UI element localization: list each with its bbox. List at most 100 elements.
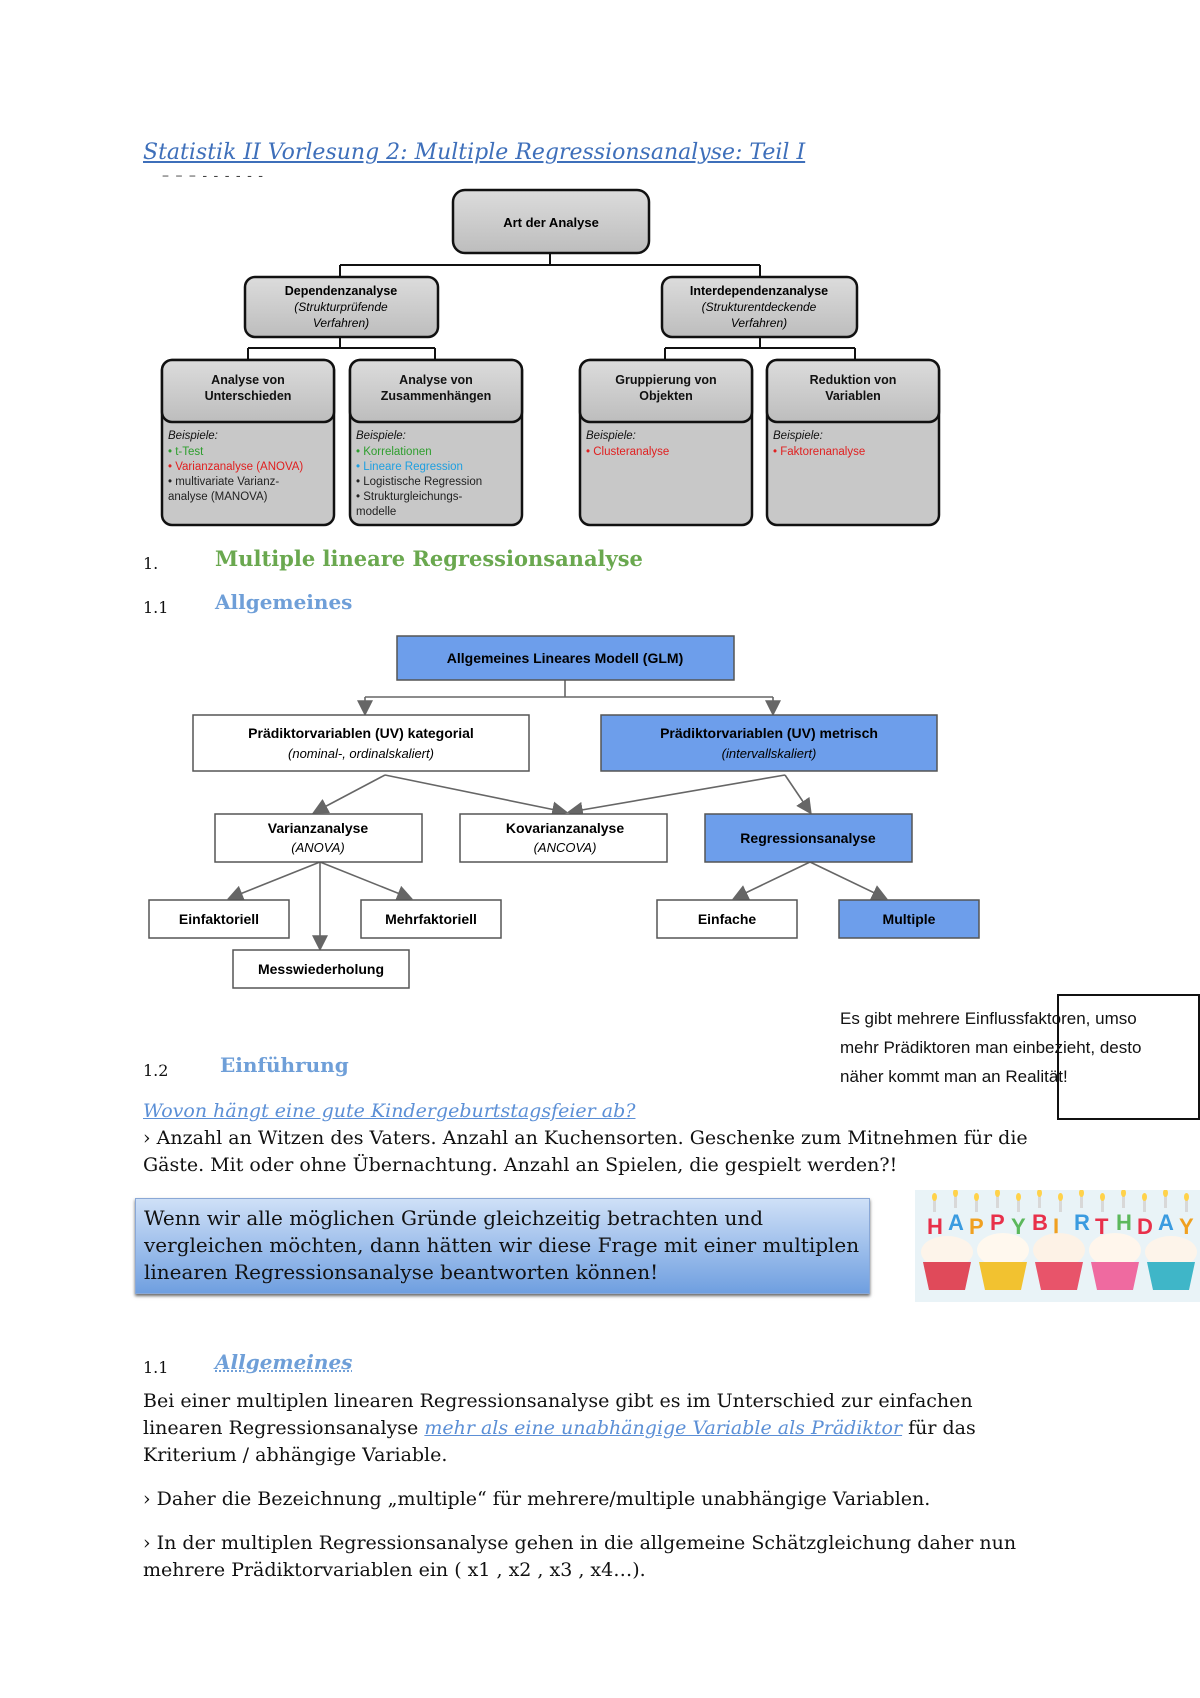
candle-icon xyxy=(1185,1200,1188,1212)
flame-icon xyxy=(1163,1190,1168,1197)
leaf-box-header xyxy=(160,358,336,424)
svg-text:Dependenzanalyse: Dependenzanalyse xyxy=(285,284,398,298)
svg-text:(intervallskaliert): (intervallskaliert) xyxy=(722,746,817,761)
svg-text:Mehrfaktoriell: Mehrfaktoriell xyxy=(385,911,477,927)
leaf-title-line-2: Zusammenhängen xyxy=(381,389,491,403)
section-1-heading: Multiple lineare Regressionsanalyse xyxy=(215,546,643,571)
leaf-example-item: • Logistische Regression xyxy=(356,476,482,488)
birthday-letter: A xyxy=(948,1210,964,1235)
node-art-der-analyse: Art der Analyse xyxy=(451,188,651,255)
node-glm: Allgemeines Lineares Modell (GLM) xyxy=(396,635,735,681)
leaf-examples-label: Beispiele: xyxy=(168,430,218,442)
svg-text:(ANOVA): (ANOVA) xyxy=(291,840,344,855)
birthday-letter: I xyxy=(1053,1214,1059,1239)
section-1-1b-number: 1.1 xyxy=(143,1358,169,1377)
birthday-letter: H xyxy=(1116,1210,1132,1235)
leaf-title-line-1: Analyse von xyxy=(211,373,285,387)
svg-text:Verfahren): Verfahren) xyxy=(731,316,787,330)
leaf-box-header xyxy=(578,358,754,424)
title-dashes: – – – - - - - - - xyxy=(162,168,264,184)
flame-icon xyxy=(1079,1190,1084,1197)
node-kovarianzanalyse: Kovarianzanalyse (ANCOVA) xyxy=(459,813,668,863)
intro-answer: › Anzahl an Witzen des Vaters. Anzahl an… xyxy=(143,1127,1028,1176)
svg-text:Regressionsanalyse: Regressionsanalyse xyxy=(740,830,876,846)
cupcakes-icon xyxy=(921,1233,1197,1290)
leaf-title-line-1: Gruppierung von xyxy=(615,373,716,387)
leaf-examples-label: Beispiele: xyxy=(773,430,823,442)
node-dependenzanalyse: Dependenzanalyse (Strukturprüfende Verfa… xyxy=(243,275,440,339)
section-1-2-number: 1.2 xyxy=(143,1061,169,1080)
svg-text:(ANCOVA): (ANCOVA) xyxy=(534,840,597,855)
candle-icon xyxy=(996,1196,999,1208)
leaf-example-item: analyse (MANOVA) xyxy=(168,491,268,503)
node-mehrfaktoriell: Mehrfaktoriell xyxy=(360,899,502,939)
callout-box: Wenn wir alle möglichen Gründe gleichzei… xyxy=(135,1198,870,1294)
flame-icon xyxy=(932,1193,937,1201)
glm-diagram: Allgemeines Lineares Modell (GLM) Prädik… xyxy=(148,635,980,989)
flame-icon xyxy=(995,1190,1000,1197)
leaf-example-item: • Varianzanalyse (ANOVA) xyxy=(168,461,303,473)
svg-text:Einfache: Einfache xyxy=(698,911,757,927)
section-1-2-heading: Einführung xyxy=(220,1053,349,1077)
svg-text:Allgemeines Lineares Modell (G: Allgemeines Lineares Modell (GLM) xyxy=(447,650,684,666)
leaf-title-line-2: Objekten xyxy=(639,389,693,403)
section-1-1-heading: Allgemeines xyxy=(215,590,353,614)
candle-icon xyxy=(1122,1196,1125,1208)
body-paragraph-2: › Daher die Bezeichnung „multiple“ für m… xyxy=(143,1488,931,1510)
flame-icon xyxy=(1058,1193,1063,1201)
leaf-example-item: • t-Test xyxy=(168,446,204,458)
section-1-1-number: 1.1 xyxy=(143,598,169,617)
svg-text:(Strukturentdeckende: (Strukturentdeckende xyxy=(702,300,817,314)
node-multiple: Multiple xyxy=(838,899,980,939)
leaf-box-header xyxy=(348,358,524,424)
leaf-title-line-1: Analyse von xyxy=(399,373,473,387)
root-label: Art der Analyse xyxy=(503,215,599,230)
svg-text:Varianzanalyse: Varianzanalyse xyxy=(268,820,369,836)
node-einfache: Einfache xyxy=(656,899,798,939)
candle-icon xyxy=(1101,1200,1104,1212)
leaf-example-item: • Korrelationen xyxy=(356,446,432,458)
node-regressionsanalyse: Regressionsanalyse xyxy=(704,813,913,863)
birthday-letter: Y xyxy=(1011,1214,1026,1239)
flame-icon xyxy=(1121,1190,1126,1197)
birthday-letter: H xyxy=(927,1214,943,1239)
node-kategorial: Prädiktorvariablen (UV) kategorial (nomi… xyxy=(192,714,530,772)
svg-text:Einfaktoriell: Einfaktoriell xyxy=(179,911,259,927)
leaf-examples-label: Beispiele: xyxy=(356,430,406,442)
candle-icon xyxy=(1143,1200,1146,1212)
flame-icon xyxy=(1142,1193,1147,1201)
svg-text:Messwiederholung: Messwiederholung xyxy=(258,961,384,977)
node-messwiederholung: Messwiederholung xyxy=(232,949,410,989)
leaf-title-line-2: Unterschieden xyxy=(205,389,292,403)
svg-text:(nominal-, ordinalskaliert): (nominal-, ordinalskaliert) xyxy=(288,746,434,761)
section-1-1b-heading: Allgemeines xyxy=(215,1350,353,1374)
birthday-letter: Y xyxy=(1179,1214,1194,1239)
body-paragraph-3: › In der multiplen Regressionsanalyse ge… xyxy=(143,1532,1017,1581)
birthday-letter: R xyxy=(1074,1210,1090,1235)
candle-icon xyxy=(1059,1200,1062,1212)
svg-text:Verfahren): Verfahren) xyxy=(313,316,369,330)
birthday-letter: P xyxy=(990,1210,1005,1235)
intro-question-link[interactable]: Wovon hängt eine gute Kindergeburtstagsf… xyxy=(143,1100,636,1122)
flame-icon xyxy=(953,1190,958,1197)
birthday-letter: D xyxy=(1137,1214,1153,1239)
birthday-letter: T xyxy=(1095,1214,1109,1239)
candle-icon xyxy=(1164,1196,1167,1208)
leaf-examples-label: Beispiele: xyxy=(586,430,636,442)
flame-icon xyxy=(1184,1193,1189,1201)
node-metrisch: Prädiktorvariablen (UV) metrisch (interv… xyxy=(600,714,938,772)
candle-icon xyxy=(933,1200,936,1212)
svg-text:Multiple: Multiple xyxy=(883,911,936,927)
section-1-number: 1. xyxy=(143,554,159,573)
candle-icon xyxy=(975,1200,978,1212)
candle-icon xyxy=(1017,1200,1020,1212)
predictor-link[interactable]: mehr als eine unabhängige Variable als P… xyxy=(424,1417,903,1439)
flame-icon xyxy=(1016,1193,1021,1201)
birthday-letter: A xyxy=(1158,1210,1174,1235)
leaf-title-line-2: Variablen xyxy=(825,389,881,403)
leaf-example-item: • multivariate Varianz- xyxy=(168,476,279,488)
